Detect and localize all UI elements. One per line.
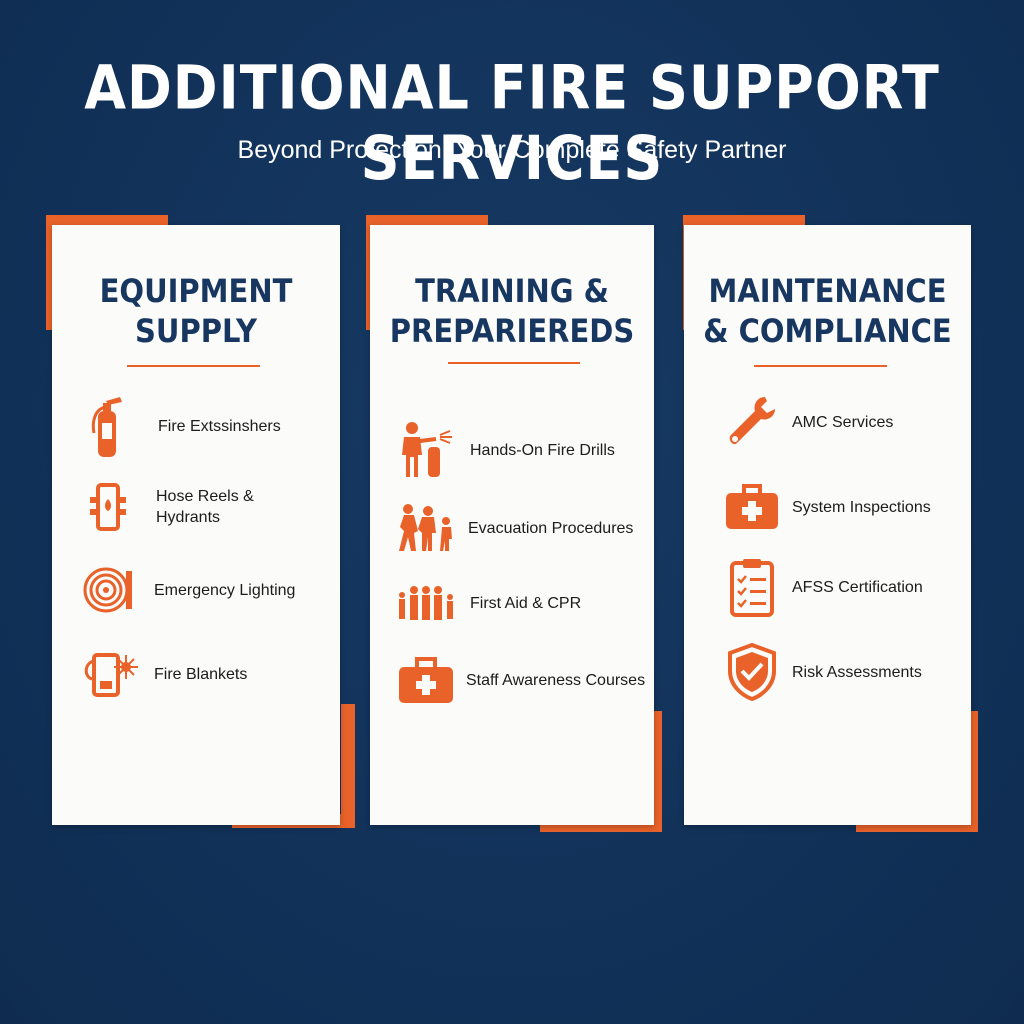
list-item: System Inspections bbox=[722, 483, 931, 531]
card-title: EQUIPMENT SUPPLY bbox=[99, 272, 293, 350]
fire-blanket-icon bbox=[78, 651, 138, 697]
list-item-label: System Inspections bbox=[792, 498, 931, 516]
list-item: Hose Reels & Hydrants bbox=[78, 483, 254, 531]
list-item-label: Staff Awareness Courses bbox=[466, 671, 646, 689]
person-extinguisher-icon bbox=[396, 421, 456, 479]
card-panel: EQUIPMENT SUPPLY Fire Extssinshers bbox=[52, 225, 340, 825]
list-item: First Aid & CPR bbox=[396, 585, 581, 621]
list-item-label: Fire Extssinshers bbox=[158, 417, 281, 435]
title-divider bbox=[754, 365, 887, 367]
hydrant-icon bbox=[78, 483, 138, 531]
page-title: ADDITIONAL FIRE SUPPORT SERVICES bbox=[84, 52, 940, 194]
list-item: Staff Awareness Courses bbox=[396, 655, 645, 705]
medical-kit-icon bbox=[722, 483, 782, 531]
checklist-icon bbox=[722, 557, 782, 617]
evacuation-icon bbox=[396, 503, 456, 553]
title-divider bbox=[127, 365, 260, 367]
card-panel: TRAINING & PREPARIEREDS Hands-On Fire Dr… bbox=[370, 225, 654, 825]
list-item: Fire Extssinshers bbox=[78, 393, 281, 459]
hose-reel-icon bbox=[78, 565, 138, 615]
list-item: Evacuation Procedures bbox=[396, 503, 633, 553]
list-item: Hands-On Fire Drills bbox=[396, 421, 615, 479]
list-item-label: Risk Assessments bbox=[792, 663, 922, 681]
title-divider bbox=[448, 362, 580, 364]
wrench-icon bbox=[722, 393, 782, 451]
list-item-label: AMC Services bbox=[792, 413, 894, 431]
first-aid-kit-icon bbox=[396, 655, 456, 705]
card-panel: MAINTENANCE & COMPLIANCE AMC Services bbox=[684, 225, 971, 825]
page-subtitle: Beyond Protection: Your Complete Safety … bbox=[237, 136, 787, 164]
list-item-label: Hose Reels & Hydrants bbox=[156, 488, 254, 526]
list-item-label: Evacuation Procedures bbox=[468, 519, 634, 537]
group-people-icon bbox=[396, 585, 456, 621]
list-item-label: Emergency Lighting bbox=[154, 581, 296, 599]
list-item-label: Fire Blankets bbox=[154, 665, 248, 683]
list-item-label: Hands-On Fire Drills bbox=[470, 441, 615, 459]
list-item-label: AFSS Certification bbox=[792, 578, 923, 596]
card-title: MAINTENANCE & COMPLIANCE bbox=[703, 272, 952, 350]
shield-check-icon bbox=[722, 643, 782, 701]
list-item: Emergency Lighting bbox=[78, 565, 295, 615]
list-item: Fire Blankets bbox=[78, 651, 247, 697]
fire-extinguisher-icon bbox=[78, 393, 138, 459]
list-item-label: First Aid & CPR bbox=[470, 594, 582, 612]
corner-bracket-bottom-right bbox=[341, 704, 355, 828]
card-title: TRAINING & PREPARIEREDS bbox=[389, 272, 635, 350]
list-item: AFSS Certification bbox=[722, 557, 923, 617]
list-item: Risk Assessments bbox=[722, 643, 922, 701]
list-item: AMC Services bbox=[722, 393, 893, 451]
